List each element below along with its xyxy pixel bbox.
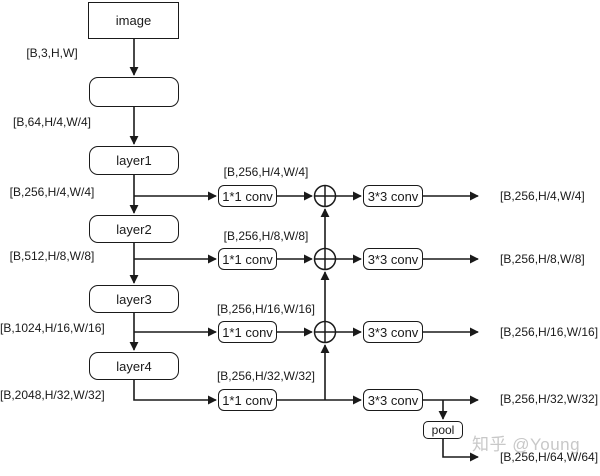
- conv3x3-label: 3*3 conv: [367, 392, 419, 408]
- node-image-label: image: [115, 13, 152, 28]
- add-node-icons: [313, 184, 337, 344]
- shape-label-lateral-p5: [B,256,H/32,W/32]: [216, 369, 316, 383]
- node-conv1x1-p2: 1*1 conv: [218, 185, 277, 207]
- node-layer4: layer4: [89, 352, 179, 380]
- conv3x3-label: 3*3 conv: [367, 324, 419, 340]
- node-layer1: layer1: [89, 146, 179, 175]
- shape-label-input: [B,3,H,W]: [26, 46, 78, 60]
- conv3x3-label: 3*3 conv: [367, 188, 419, 204]
- node-conv1x1-p4: 1*1 conv: [218, 321, 277, 343]
- node-layer4-label: layer4: [116, 358, 152, 374]
- conv1x1-label: 1*1 conv: [222, 392, 273, 408]
- zhihu-watermark: 知乎 @Young: [472, 435, 581, 454]
- node-image: image: [88, 2, 179, 39]
- shape-label-lateral-p2: [B,256,H/4,W/4]: [223, 165, 309, 179]
- shape-label-lateral-p3: [B,256,H/8,W/8]: [223, 229, 309, 243]
- output-label-p6: [B,256,H/64,W/64]: [500, 450, 599, 464]
- shape-label-layer1: [B,256,H/4,W/4]: [9, 185, 95, 199]
- node-layer2: layer2: [89, 215, 179, 243]
- node-layer3: layer3: [89, 285, 179, 313]
- node-layer3-label: layer3: [116, 291, 152, 307]
- shape-label-layer3: [B,1024,H/16,W/16]: [0, 321, 105, 335]
- node-layer1-label: layer1: [116, 153, 152, 168]
- node-conv1x1-p3: 1*1 conv: [218, 248, 277, 270]
- add-icon: [313, 184, 337, 208]
- node-conv3x3-p4: 3*3 conv: [363, 321, 423, 343]
- conv1x1-label: 1*1 conv: [222, 188, 273, 204]
- shape-label-lateral-p4: [B,256,H/16,W/16]: [216, 302, 316, 316]
- node-conv3x3-p3: 3*3 conv: [363, 248, 423, 270]
- lateral-branch-arrows: [134, 191, 217, 337]
- node-pool: pool: [423, 421, 463, 439]
- node-conv1x1-p5: 1*1 conv: [218, 389, 277, 411]
- output-arrows: [423, 191, 479, 405]
- conv3x3-label: 3*3 conv: [367, 251, 419, 267]
- node-conv3x3-p5: 3*3 conv: [363, 389, 423, 411]
- shape-label-layer4: [B,2048,H/32,W/32]: [0, 388, 105, 402]
- node-stem: [89, 77, 179, 107]
- output-label-p3: [B,256,H/8,W/8]: [500, 252, 585, 266]
- node-conv3x3-p2: 3*3 conv: [363, 185, 423, 207]
- conv-to-add-arrows: [277, 191, 362, 405]
- shape-label-layer2: [B,512,H/8,W/8]: [9, 249, 95, 263]
- pool-label: pool: [431, 423, 455, 437]
- add-to-conv-arrows: [336, 191, 362, 337]
- conv1x1-label: 1*1 conv: [222, 251, 273, 267]
- output-label-p4: [B,256,H/16,W/16]: [500, 325, 599, 339]
- pool-branch-arrows: [438, 400, 479, 462]
- output-label-p2: [B,256,H/4,W/4]: [500, 189, 585, 203]
- output-label-p5: [B,256,H/32,W/32]: [500, 392, 599, 406]
- add-icon: [313, 320, 337, 344]
- node-layer2-label: layer2: [116, 221, 152, 237]
- conv1x1-label: 1*1 conv: [222, 324, 273, 340]
- add-icon: [313, 247, 337, 271]
- shape-label-stem: [B,64,H/4,W/4]: [12, 115, 92, 129]
